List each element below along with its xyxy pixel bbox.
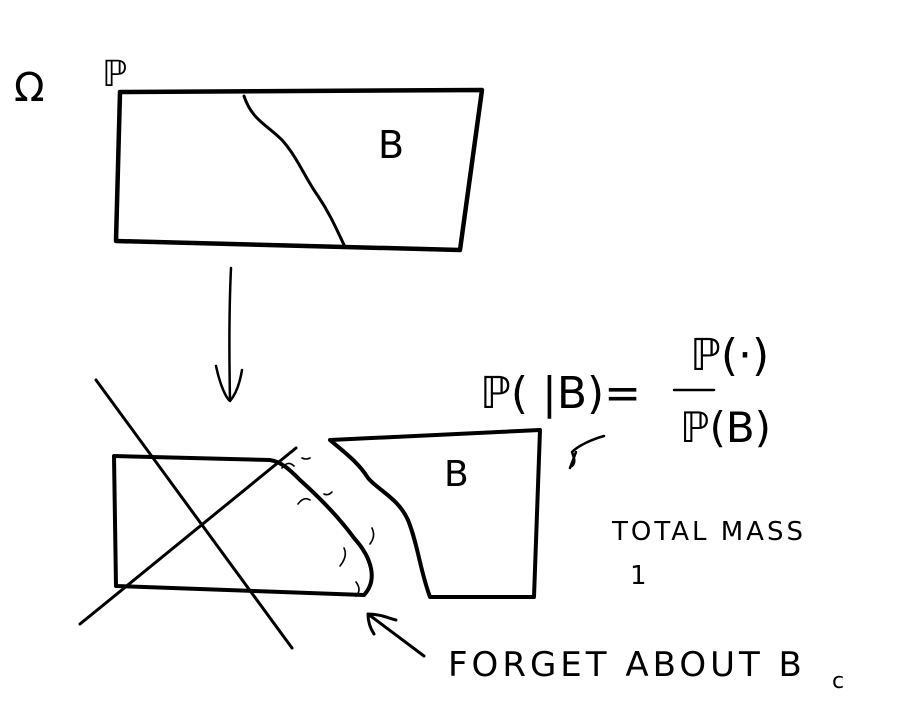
b-region: B <box>328 428 606 599</box>
cross-line-2 <box>78 446 298 626</box>
down-arrow <box>214 266 244 403</box>
label-b-bottom: B <box>444 454 469 495</box>
complement-rect <box>112 454 374 597</box>
formula-lhs: ℙ( |B)= <box>480 368 641 419</box>
total-mass-note: TOTAL MASS 1 <box>611 517 806 591</box>
forget-label: FORGET ABOUT B <box>448 645 806 685</box>
scribble-marks <box>281 457 375 597</box>
sample-space-diagram: Ω ℙ B <box>14 54 485 253</box>
b-region-outline <box>328 428 542 599</box>
forget-note: FORGET ABOUT B c <box>366 612 844 694</box>
partition-curve-top <box>242 94 347 249</box>
label-b-top: B <box>378 123 404 167</box>
label-omega: Ω <box>14 65 45 111</box>
cross-line-1 <box>94 378 294 650</box>
label-prob: ℙ <box>102 54 127 95</box>
pointer-arrow <box>568 434 606 470</box>
formula: ℙ( |B)= ℙ(·) ℙ(B) <box>480 330 771 452</box>
forget-superscript: c <box>832 669 844 694</box>
complement-region <box>78 378 375 650</box>
formula-numerator: ℙ(·) <box>690 330 769 381</box>
sample-space-rect <box>113 87 485 253</box>
total-mass-value: 1 <box>630 561 647 591</box>
forget-arrow <box>366 612 426 658</box>
formula-denominator: ℙ(B) <box>680 403 771 452</box>
total-mass-label: TOTAL MASS <box>611 517 806 547</box>
